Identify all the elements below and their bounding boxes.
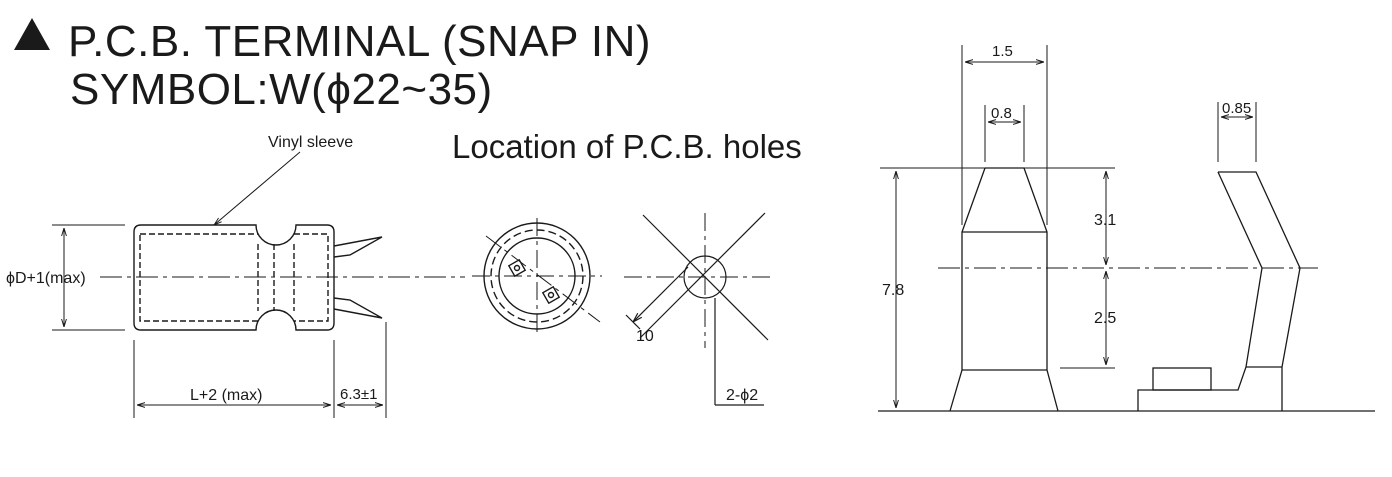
title-line-1: P.C.B. TERMINAL (SNAP IN)	[14, 18, 651, 66]
terminal-detail	[878, 167, 1375, 412]
total-height-label: 7.8	[882, 282, 904, 299]
lower-height-label: 2.5	[1094, 310, 1116, 327]
capacitor-bottom-view	[472, 218, 602, 334]
terminal-dimensions	[880, 45, 1257, 408]
width-top-label: 1.5	[992, 43, 1013, 60]
tip-width-label: 0.8	[991, 105, 1012, 122]
hole-spacing-label: 10	[636, 328, 654, 345]
upper-height-label: 3.1	[1094, 212, 1116, 229]
pcb-hole-layout	[624, 212, 772, 406]
diameter-dimension	[52, 224, 125, 331]
capacitor-side-view	[100, 151, 465, 331]
hole-diameter-label: 2-ϕ2	[726, 387, 758, 404]
title-line-2: SYMBOL:W(ϕ22~35)	[70, 65, 493, 114]
title-text: P.C.B. TERMINAL (SNAP IN)	[68, 17, 652, 66]
vinyl-sleeve-label: Vinyl sleeve	[268, 134, 353, 151]
side-thickness-label: 0.85	[1222, 100, 1251, 117]
diameter-label: ϕD+1(max)	[6, 270, 86, 287]
length-dimension	[133, 322, 387, 418]
pcb-holes-heading: Location of P.C.B. holes	[452, 128, 802, 165]
warning-triangle-icon	[14, 18, 50, 50]
terminal-length-label: 6.3±1	[340, 386, 377, 403]
length-label: L+2 (max)	[190, 387, 262, 404]
title-block: P.C.B. TERMINAL (SNAP IN) SYMBOL:W(ϕ22~3…	[14, 18, 651, 114]
